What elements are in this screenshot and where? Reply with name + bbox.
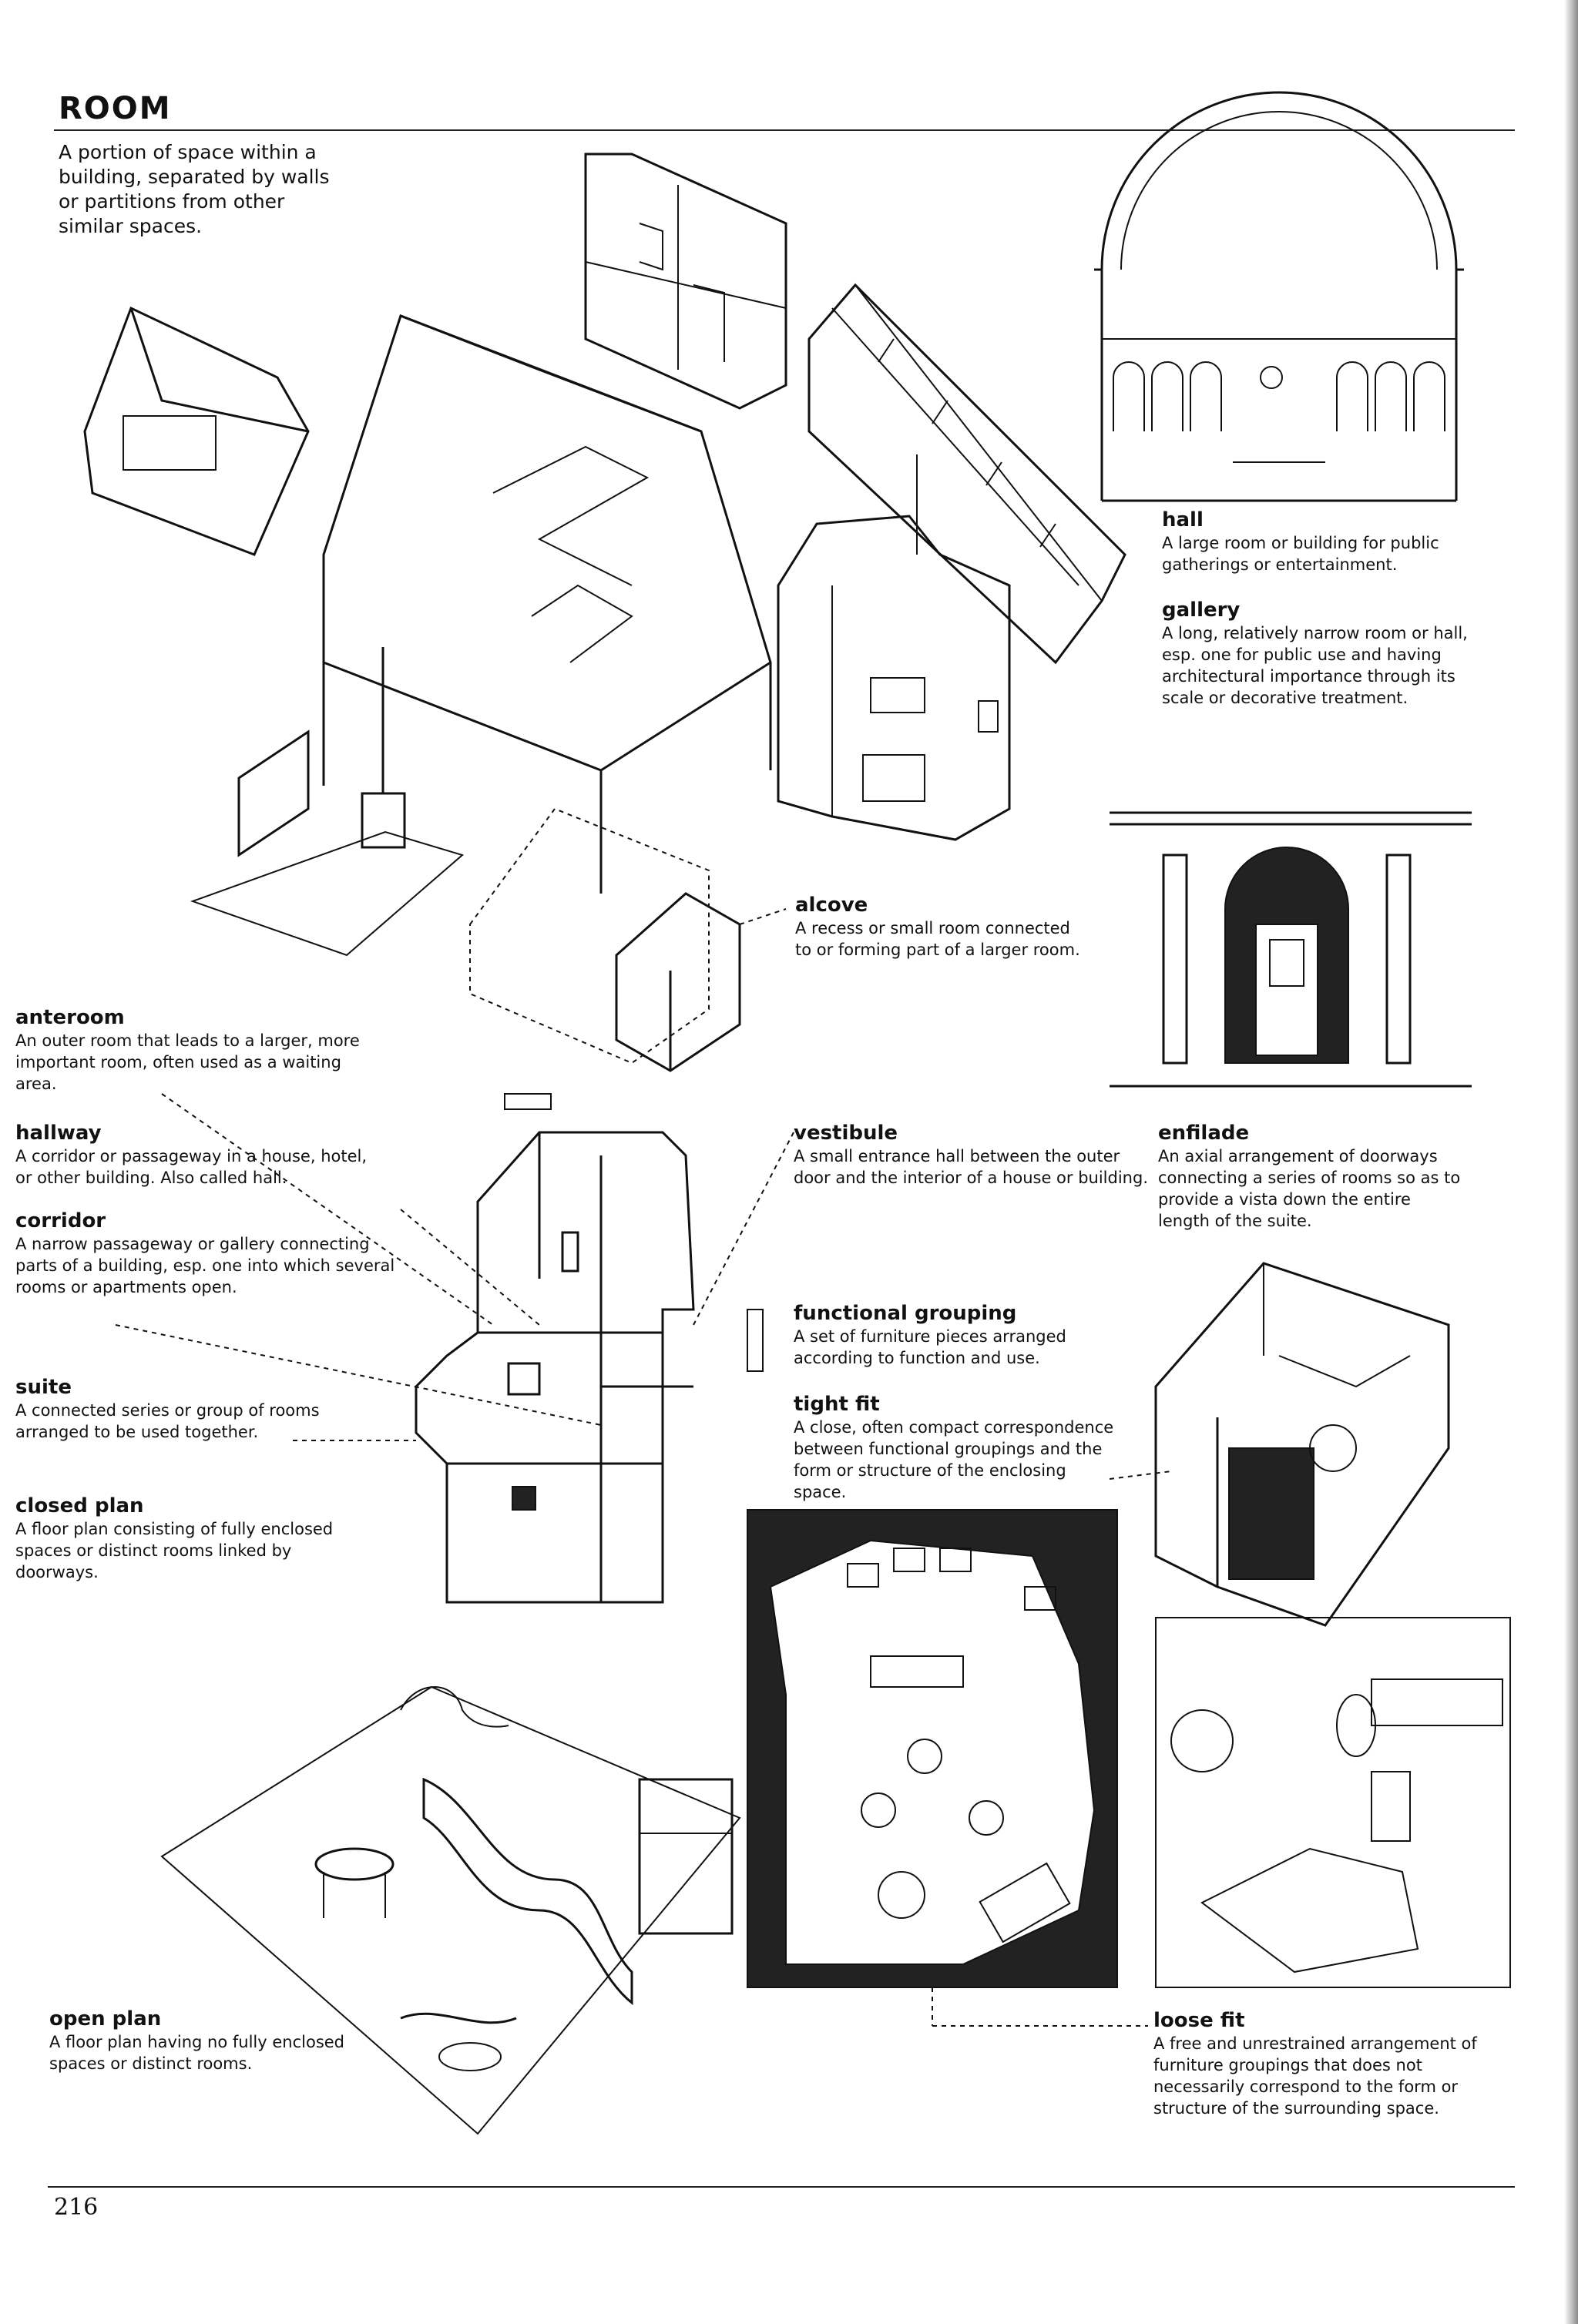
term-open-plan: open plan A floor plan having no fully e… <box>49 2007 350 2074</box>
term-corridor-definition: A narrow passageway or gallery connectin… <box>15 1235 395 1296</box>
term-closed-plan-definition: A floor plan consisting of fully enclose… <box>15 1520 334 1581</box>
term-enfilade: enfilade An axial arrangement of doorway… <box>1158 1122 1466 1232</box>
term-gallery: gallery A long, relatively narrow room o… <box>1162 599 1493 709</box>
room-box-illustration <box>83 306 310 556</box>
term-functional-grouping-definition: A set of furniture pieces arranged accor… <box>794 1327 1066 1367</box>
alcove-illustration <box>469 807 787 1072</box>
loose-fit-illustration <box>932 1617 1511 2027</box>
page-edge-shadow <box>1564 0 1578 2324</box>
term-hallway-label: hallway <box>15 1122 102 1145</box>
term-closed-plan-label: closed plan <box>15 1494 144 1517</box>
term-hallway: hallway A corridor or passageway in a ho… <box>15 1122 378 1189</box>
term-gallery-definition: A long, relatively narrow room or hall, … <box>1162 624 1468 707</box>
term-alcove-definition: A recess or small room connected to or f… <box>795 919 1080 959</box>
term-anteroom: anteroom An outer room that leads to a l… <box>15 1006 362 1095</box>
term-enfilade-label: enfilade <box>1158 1122 1250 1145</box>
term-tight-fit: tight fit A close, often compact corresp… <box>794 1393 1117 1503</box>
tight-fit-illustration <box>1109 1262 1450 1627</box>
hall-illustration <box>1094 91 1464 502</box>
gallery-illustration <box>807 283 1126 665</box>
term-open-plan-label: open plan <box>49 2007 162 2031</box>
term-open-plan-definition: A floor plan having no fully enclosed sp… <box>49 2033 345 2073</box>
two-storey-room-illustration <box>777 515 1011 841</box>
term-alcove-label: alcove <box>795 894 868 917</box>
intro-text: A portion of space within a building, se… <box>59 141 330 237</box>
room-plan-furniture-layout <box>747 1509 1118 1988</box>
term-anteroom-label: anteroom <box>15 1006 125 1029</box>
page-number: 216 <box>54 2194 99 2221</box>
term-anteroom-definition: An outer room that leads to a larger, mo… <box>15 1031 360 1093</box>
term-enfilade-definition: An axial arrangement of doorways connect… <box>1158 1147 1461 1230</box>
page-title: ROOM <box>59 91 172 126</box>
term-alcove: alcove A recess or small room connected … <box>795 894 1080 961</box>
term-tight-fit-label: tight fit <box>794 1393 880 1416</box>
term-corridor: corridor A narrow passageway or gallery … <box>15 1209 401 1298</box>
term-functional-grouping: functional grouping A set of furniture p… <box>794 1302 1102 1369</box>
multi-level-section-illustration <box>584 153 787 410</box>
term-closed-plan: closed plan A floor plan consisting of f… <box>15 1494 370 1583</box>
term-loose-fit-definition: A free and unrestrained arrangement of f… <box>1153 2034 1477 2118</box>
functional-grouping-icon <box>747 1309 764 1372</box>
term-suite-definition: A connected series or group of rooms arr… <box>15 1401 320 1441</box>
term-hall-label: hall <box>1162 508 1204 532</box>
term-tight-fit-definition: A close, often compact correspondence be… <box>794 1418 1114 1501</box>
term-corridor-label: corridor <box>15 1209 106 1232</box>
term-vestibule: vestibule A small entrance hall between … <box>794 1122 1148 1189</box>
header-rule <box>54 129 1515 131</box>
term-vestibule-definition: A small entrance hall between the outer … <box>794 1147 1148 1187</box>
term-suite: suite A connected series or group of roo… <box>15 1376 354 1443</box>
closed-plan-floor-plan <box>115 1093 794 1604</box>
enfilade-illustration <box>1110 811 1472 1088</box>
term-hall-definition: A large room or building for public gath… <box>1162 534 1439 574</box>
term-vestibule-label: vestibule <box>794 1122 898 1145</box>
term-hallway-definition: A corridor or passageway in a house, hot… <box>15 1147 368 1187</box>
footer-rule <box>48 2186 1515 2188</box>
term-suite-label: suite <box>15 1376 72 1399</box>
term-loose-fit-label: loose fit <box>1153 2009 1245 2032</box>
term-hall: hall A large room or building for public… <box>1162 508 1439 575</box>
term-loose-fit: loose fit A free and unrestrained arrang… <box>1153 2009 1485 2119</box>
term-gallery-label: gallery <box>1162 599 1241 622</box>
exploded-house-illustration <box>190 314 772 957</box>
term-functional-grouping-label: functional grouping <box>794 1302 1017 1325</box>
open-plan-illustration <box>160 1685 741 2135</box>
